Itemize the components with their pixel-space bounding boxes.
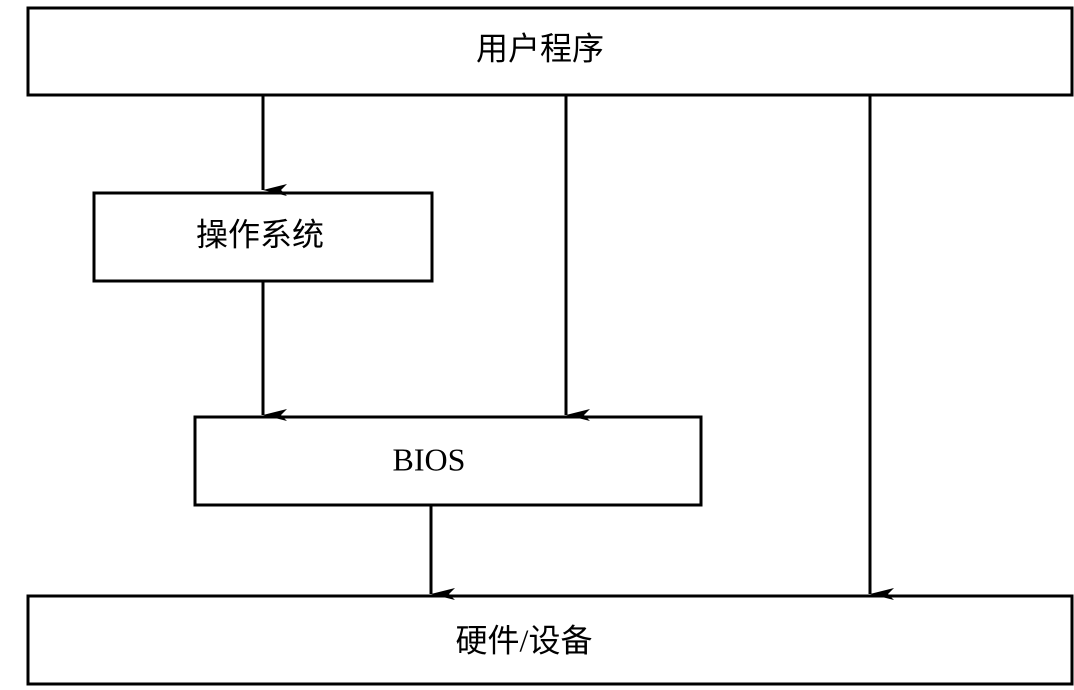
bios-label: BIOS xyxy=(393,441,466,477)
operating-system-label: 操作系统 xyxy=(196,216,324,252)
node-operating-system: 操作系统 xyxy=(92,191,434,283)
node-bios: BIOS xyxy=(193,415,703,507)
operating-system-box xyxy=(92,191,434,283)
bios-box xyxy=(193,415,703,507)
user-program-label: 用户程序 xyxy=(476,30,604,66)
node-user-program: 用户程序 xyxy=(26,6,1074,97)
user-program-box xyxy=(26,6,1074,97)
hardware-label: 硬件/设备 xyxy=(456,622,593,658)
hardware-box xyxy=(26,594,1074,686)
node-hardware: 硬件/设备 xyxy=(26,594,1074,686)
